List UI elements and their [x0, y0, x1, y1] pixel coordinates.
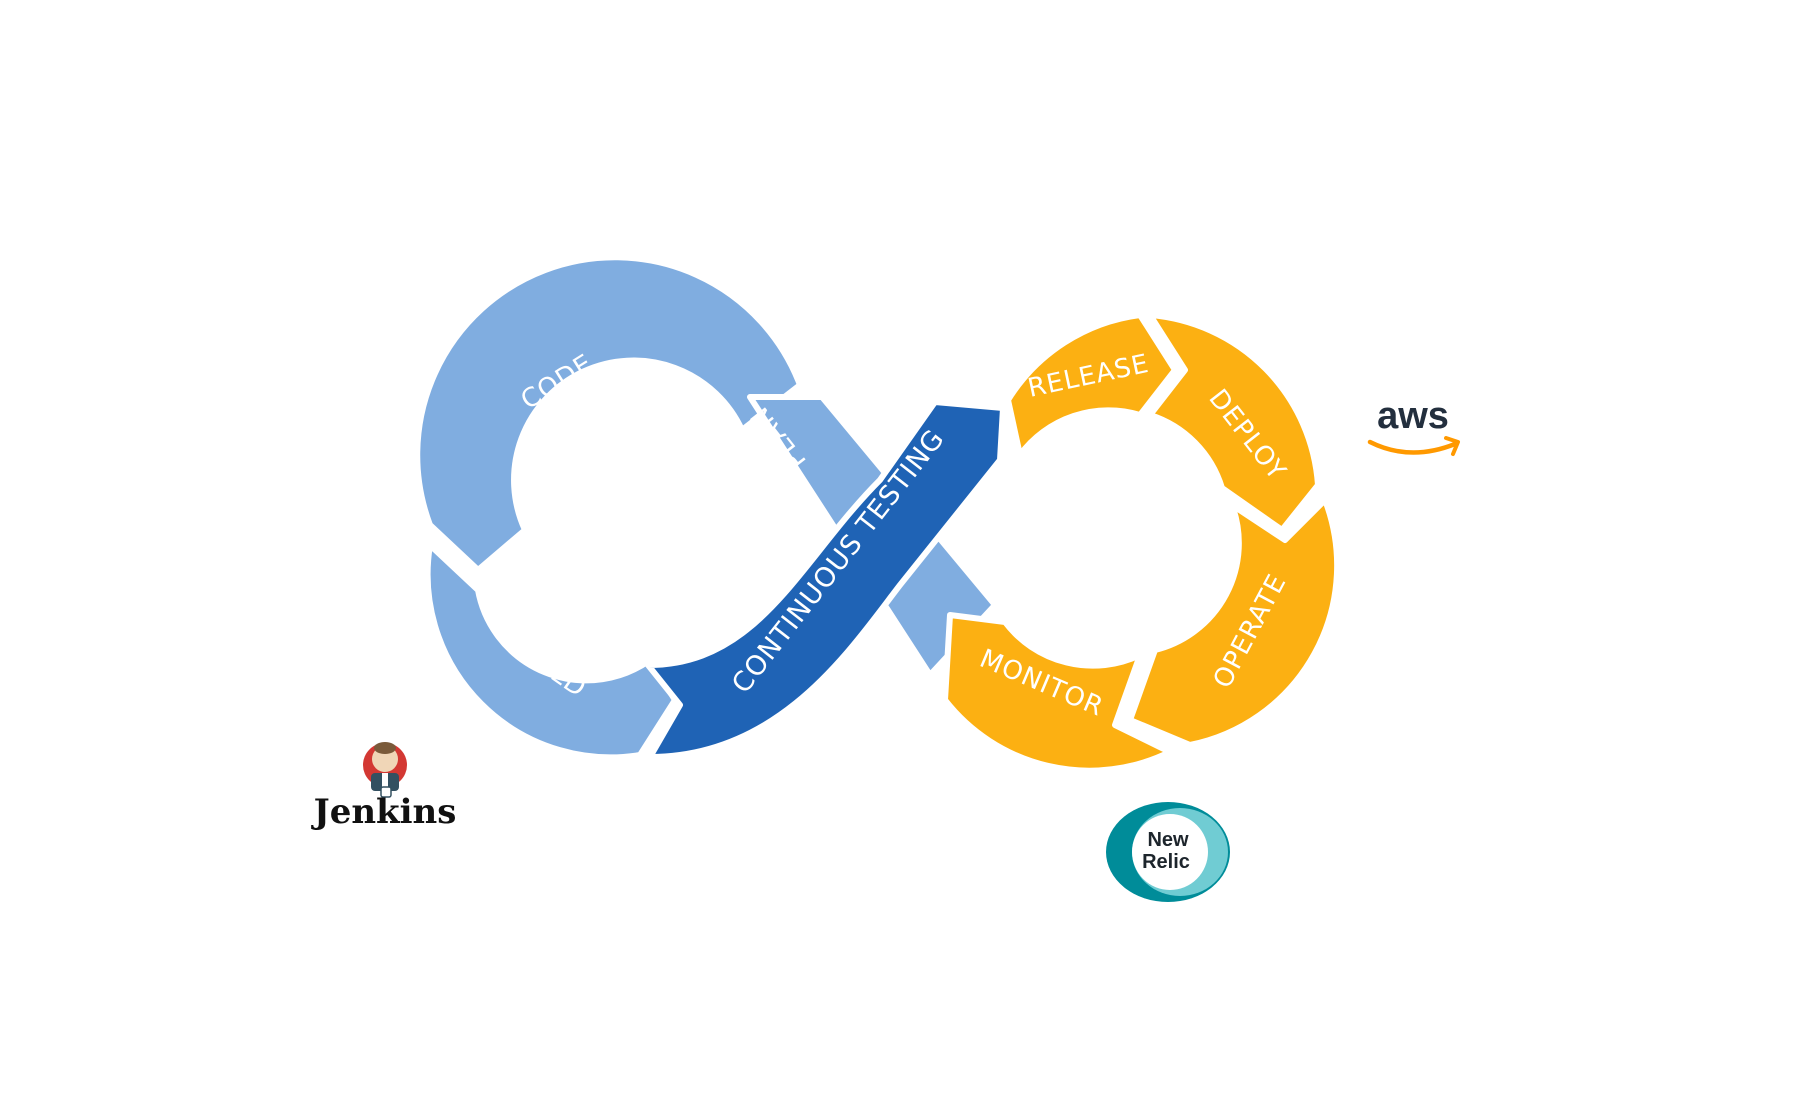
- new-relic-ring-icon: [1106, 802, 1230, 902]
- new-relic-logo: New Relic: [1106, 802, 1230, 902]
- aws-smile-arrow-icon: [1367, 439, 1458, 455]
- segment-deploy: [1147, 312, 1321, 533]
- ops-loop: [942, 312, 1341, 774]
- jenkins-butler-icon: [363, 742, 407, 798]
- new-relic-label-line1: New: [1147, 829, 1189, 851]
- aws-label: aws: [1377, 395, 1449, 437]
- segment-continuous-testing: [645, 399, 1006, 760]
- aws-logo: aws: [1367, 395, 1460, 456]
- segment-code: [414, 254, 803, 573]
- new-relic-label-line2: Relic: [1142, 851, 1190, 873]
- segment-monitor: [942, 612, 1173, 774]
- jenkins-logo: Jenkins: [311, 742, 457, 832]
- segment-build: [424, 542, 678, 761]
- jenkins-label: Jenkins: [311, 792, 457, 832]
- segment-operate: [1127, 497, 1341, 748]
- segment-release: [1005, 312, 1178, 458]
